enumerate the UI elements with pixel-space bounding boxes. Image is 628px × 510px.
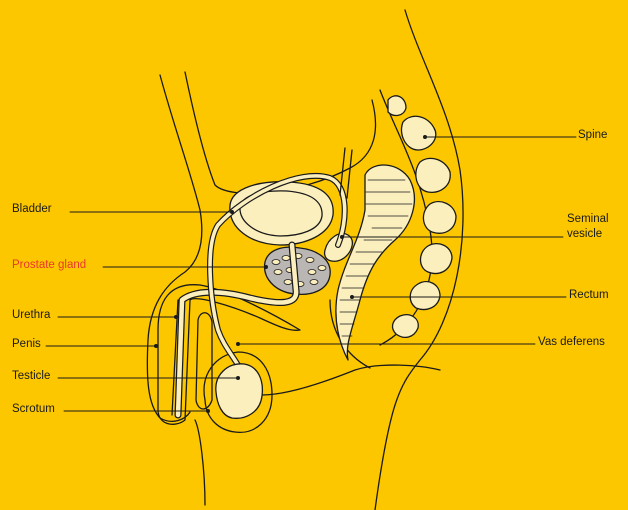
inner-abdomen-outline bbox=[185, 72, 376, 193]
label-prostate-gland: Prostate gland bbox=[12, 259, 86, 272]
label-vas-deferens: Vas deferens bbox=[538, 336, 605, 349]
testicle bbox=[216, 364, 263, 419]
label-spine: Spine bbox=[578, 129, 607, 142]
label-rectum: Rectum bbox=[569, 289, 609, 302]
label-scrotum: Scrotum bbox=[12, 403, 55, 416]
label-urethra: Urethra bbox=[12, 309, 50, 322]
label-bladder: Bladder bbox=[12, 203, 52, 216]
label-seminal-vesicle-line2: vesicle bbox=[567, 228, 602, 241]
ureter-2 bbox=[347, 150, 352, 198]
label-penis: Penis bbox=[12, 338, 41, 351]
label-seminal-vesicle-line1: Seminal bbox=[567, 213, 609, 226]
label-testicle: Testicle bbox=[12, 370, 50, 383]
leg-outline bbox=[195, 420, 205, 505]
